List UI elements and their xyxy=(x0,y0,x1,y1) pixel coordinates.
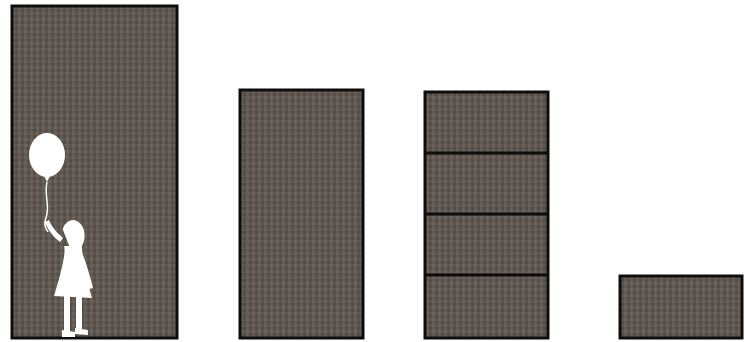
tall-panel xyxy=(12,6,177,338)
stacked-panel-1 xyxy=(425,92,548,153)
medium-panel-rect xyxy=(240,90,363,338)
stacked-panel-4 xyxy=(425,275,548,338)
stacked-panels xyxy=(425,92,548,338)
medium-panel xyxy=(240,90,363,338)
stacked-panel-2 xyxy=(425,153,548,214)
short-panel-rect xyxy=(620,276,742,338)
stacked-panel-3 xyxy=(425,214,548,275)
short-panel xyxy=(620,276,742,338)
